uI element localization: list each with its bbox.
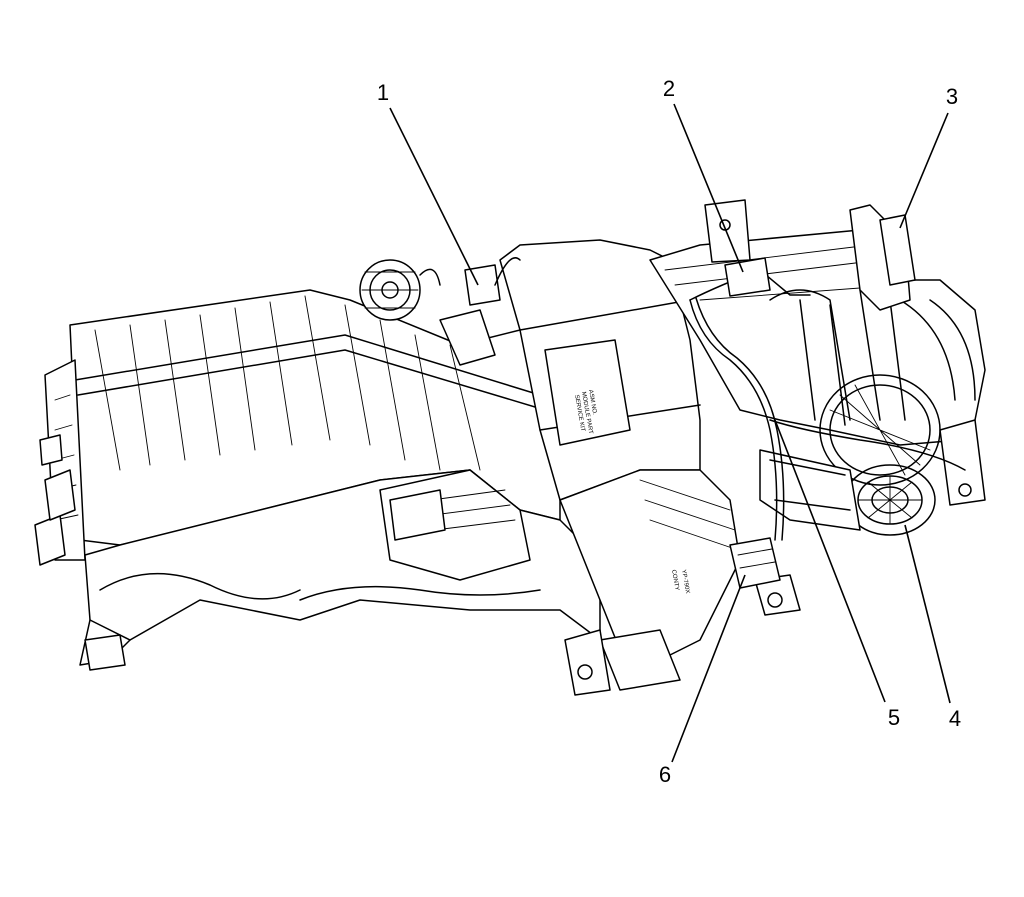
leader-4 — [904, 524, 951, 704]
leader-lines — [389, 103, 951, 763]
leader-3 — [899, 112, 949, 229]
callout-5: 5 — [888, 705, 900, 730]
hvac-housing: SERVICE KIT MODULE PART ASM NO. CONTY YP… — [34, 199, 986, 696]
callout-3: 3 — [946, 84, 958, 109]
leader-2 — [673, 103, 744, 273]
callout-1: 1 — [377, 80, 389, 105]
leader-5 — [774, 419, 886, 703]
leader-1 — [389, 107, 479, 286]
callout-6: 6 — [659, 762, 671, 787]
svg-text:ASM NO.: ASM NO. — [587, 389, 597, 415]
callout-numbers: 1 2 3 4 5 6 — [377, 76, 961, 787]
svg-text:CONTY: CONTY — [670, 569, 680, 591]
callout-2: 2 — [663, 76, 675, 101]
svg-text:YP-790X: YP-790X — [680, 569, 690, 594]
leader-6 — [671, 574, 746, 763]
callout-4: 4 — [949, 706, 961, 731]
